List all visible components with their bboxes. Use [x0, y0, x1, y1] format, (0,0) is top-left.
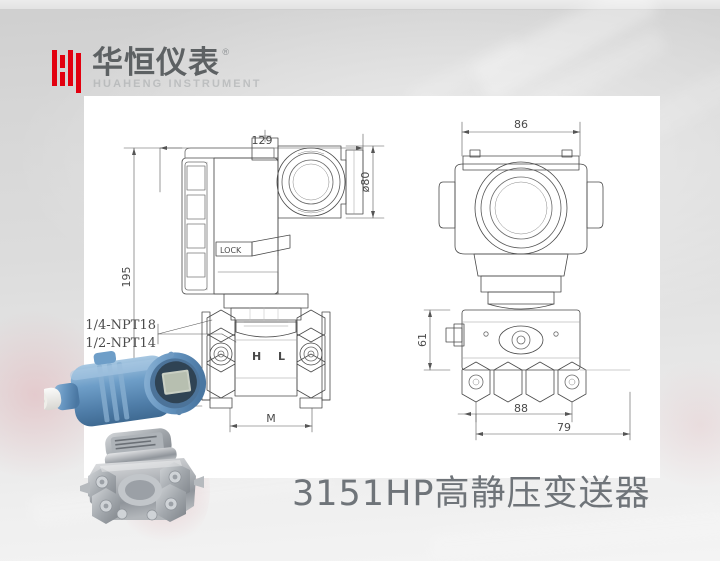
dim-79 [475, 391, 631, 441]
huaheng-bars-logo-icon [52, 50, 82, 93]
dim-61 [423, 309, 451, 371]
page-title: 3151HP高静压变送器 [292, 474, 651, 514]
background-streak [471, 0, 659, 103]
dim-M [229, 407, 313, 433]
dim-88 [457, 401, 573, 423]
brand-logo: 华恒仪表 ® HUAHENG INSTRUMENT [52, 45, 259, 93]
label-npt-lower: 1/2-NPT14 [85, 336, 156, 351]
label-npt-upper: 1/4-NPT18 [85, 318, 156, 333]
label-lock: LOCK [220, 246, 242, 255]
dim-label-dia80: ø80 [359, 172, 372, 193]
label-high-port: H [252, 350, 261, 363]
dim-label-129: 129 [252, 134, 273, 147]
npt-leaders [157, 319, 237, 345]
trademark-icon: ® [222, 47, 229, 57]
top-edge-highlight [0, 0, 720, 10]
dim-label-61: 61 [416, 333, 429, 347]
dim-86 [461, 121, 581, 157]
technical-drawing: 129 ø80 195 M 1/4-NPT18 1/2-NPT14 LOCK H… [85, 118, 631, 441]
dim-label-79: 79 [557, 421, 571, 434]
dim-label-86: 86 [514, 118, 528, 131]
dim-label-M: M [266, 412, 276, 425]
label-low-port: L [278, 350, 285, 363]
dim-label-195: 195 [120, 267, 133, 288]
dim-dia80 [345, 145, 385, 219]
brand-text: 华恒仪表 ® HUAHENG INSTRUMENT [92, 45, 259, 90]
pressure-transmitter-photo [44, 350, 207, 524]
brand-name-en: HUAHENG INSTRUMENT [93, 78, 262, 90]
brand-name-cn: 华恒仪表 [92, 45, 220, 81]
background-streak [429, 506, 720, 560]
dim-label-88: 88 [514, 402, 528, 415]
